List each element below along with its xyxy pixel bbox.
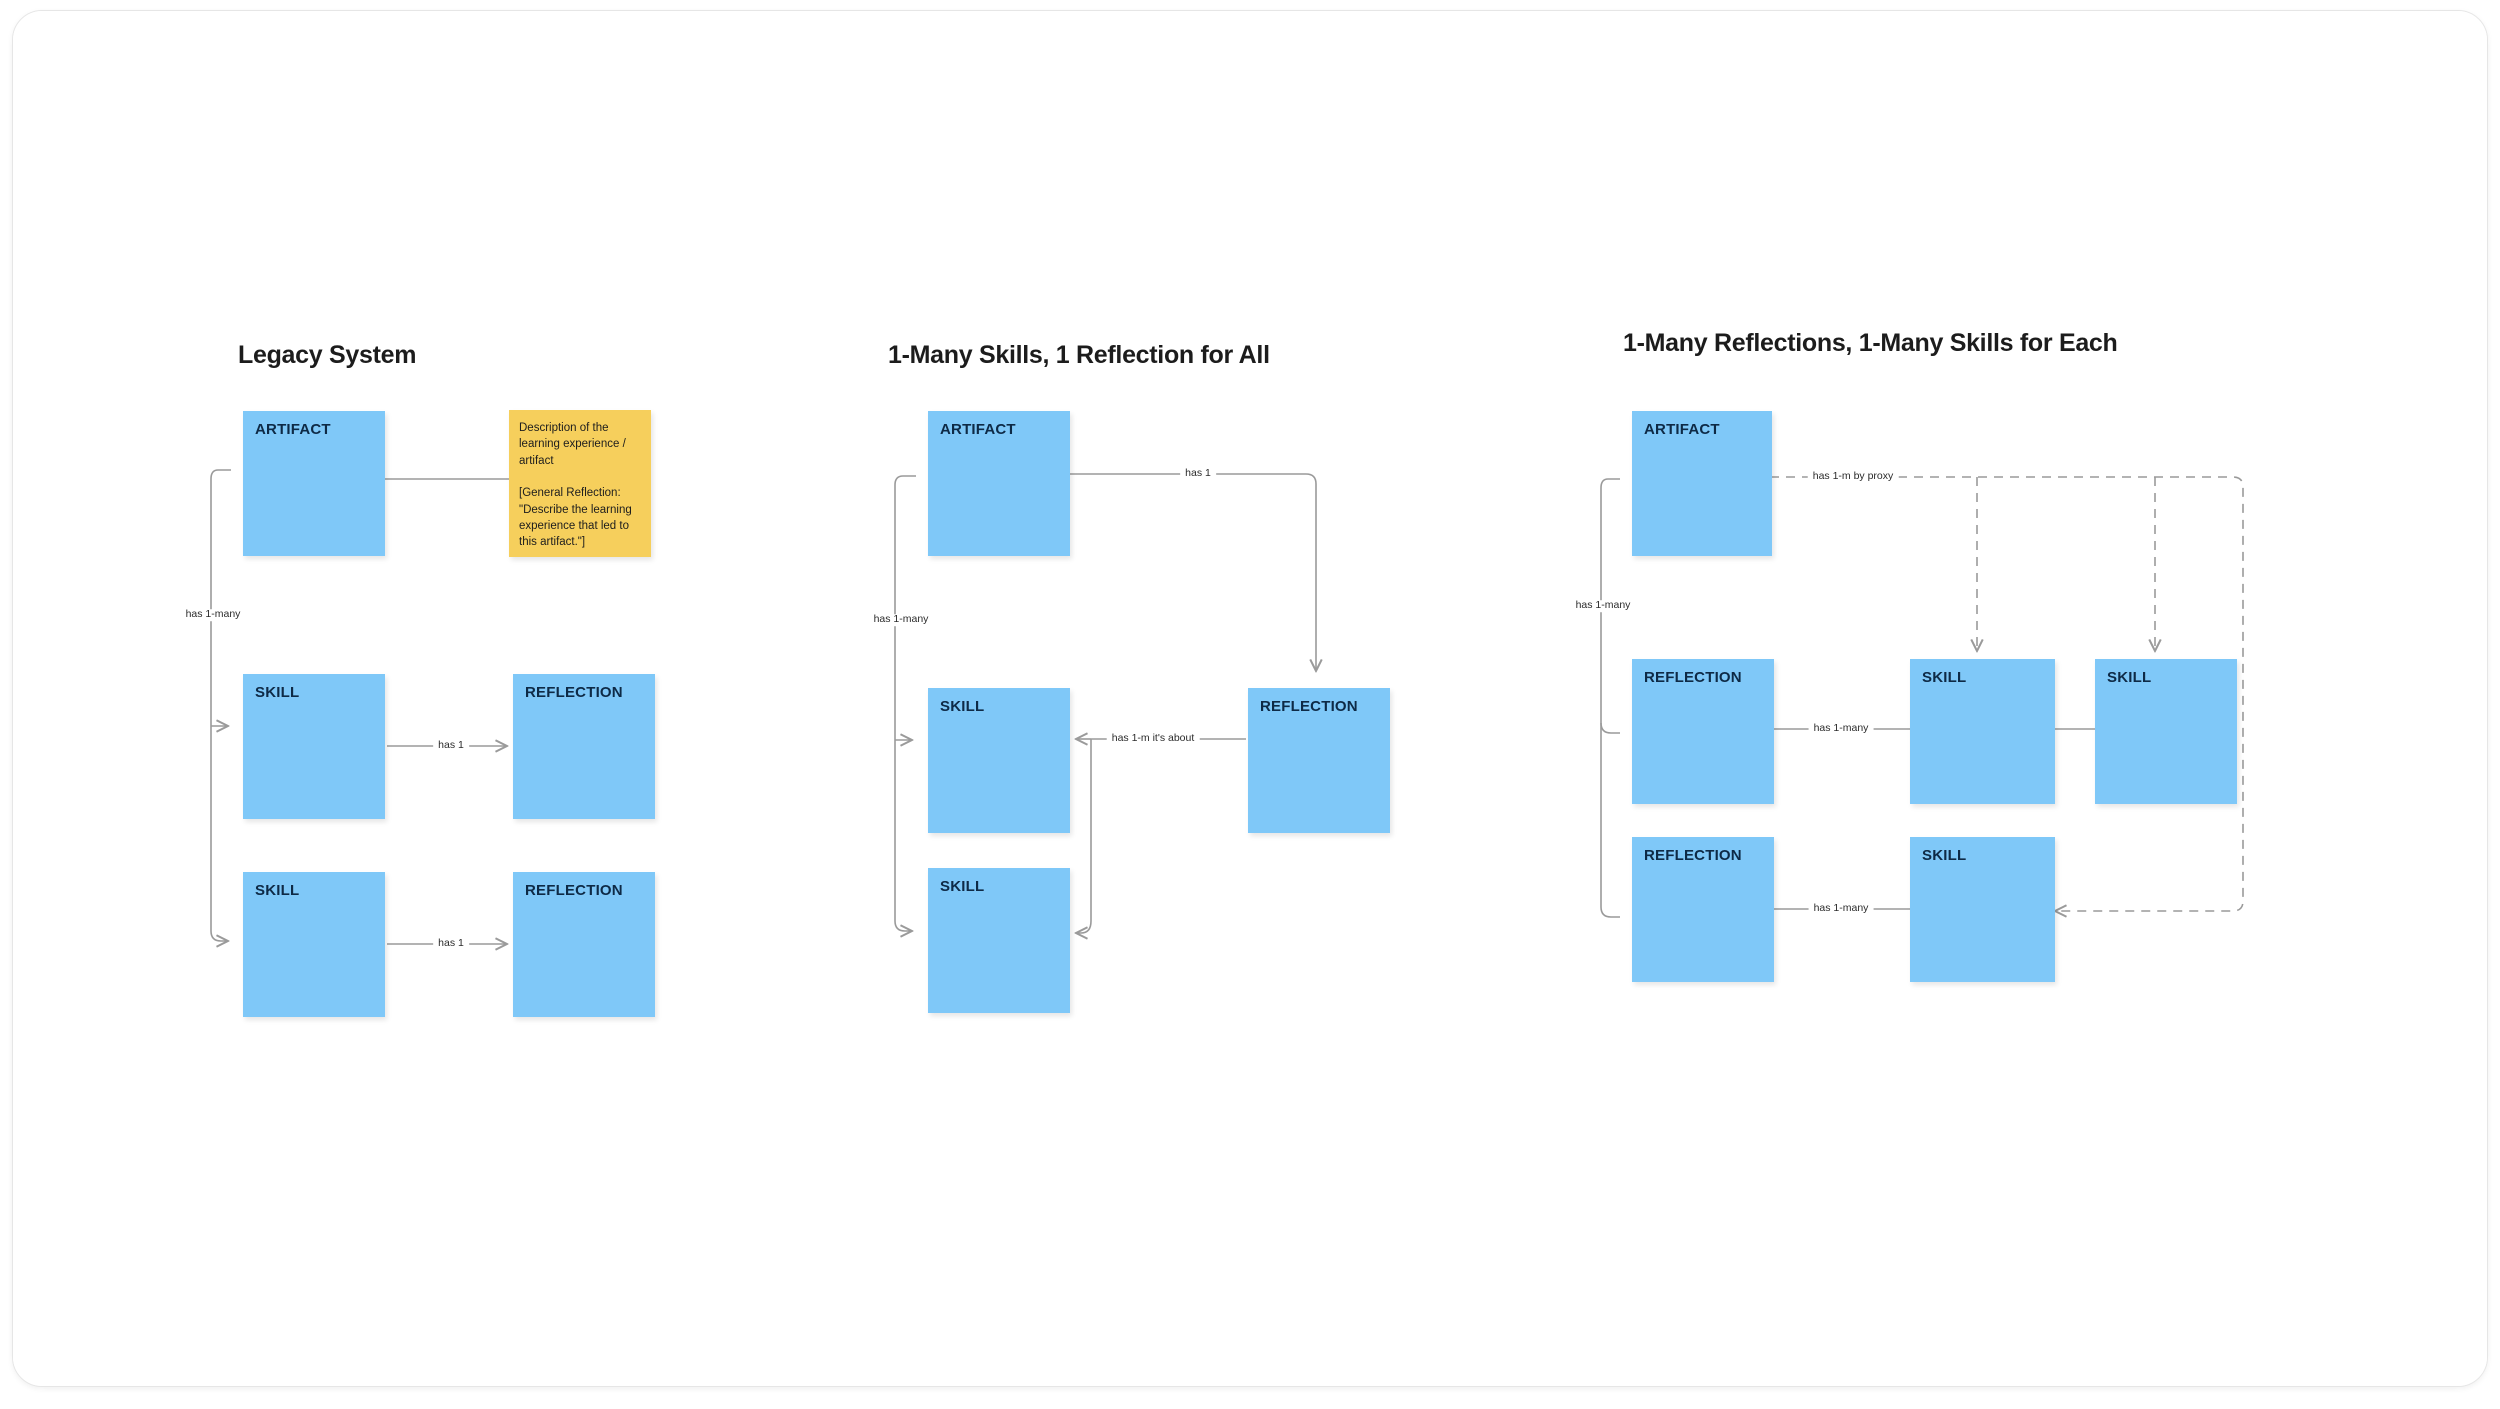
edge-c1-artifact-stem — [210, 469, 231, 726]
edge-c2-reflection-to-skill2 — [1076, 739, 1092, 933]
diagram-window: Legacy System ARTIFACT Description of th… — [12, 10, 2488, 1387]
node-label: SKILL — [940, 698, 985, 715]
node-label: REFLECTION — [1644, 847, 1742, 864]
node-c3-skill-1[interactable]: SKILL — [1910, 659, 2055, 804]
node-c3-reflection-2[interactable]: REFLECTION — [1632, 837, 1774, 982]
edge-label-c1-skill2-reflection2: has 1 — [433, 938, 469, 950]
node-c2-skill-2[interactable]: SKILL — [928, 868, 1070, 1013]
column-title-one-reflection: 1-Many Skills, 1 Reflection for All — [888, 341, 1270, 369]
node-label: REFLECTION — [1644, 669, 1742, 686]
node-label: REFLECTION — [525, 882, 623, 899]
edge-c3-artifact-to-reflection2 — [1600, 723, 1620, 918]
edge-c1-artifact-to-skill2 — [210, 726, 228, 941]
note-text: Description of the learning experience /… — [519, 422, 632, 549]
edge-label-c2-artifact-reflection: has 1 — [1180, 468, 1216, 480]
node-c3-reflection-1[interactable]: REFLECTION — [1632, 659, 1774, 804]
node-label: SKILL — [940, 878, 985, 895]
edge-label-c3-artifact-reflections: has 1-many — [1570, 600, 1636, 612]
node-c2-skill-1[interactable]: SKILL — [928, 688, 1070, 833]
node-label: SKILL — [255, 882, 300, 899]
node-c2-artifact[interactable]: ARTIFACT — [928, 411, 1070, 556]
node-label: ARTIFACT — [1644, 421, 1720, 438]
edge-label-c3-proxy: has 1-m by proxy — [1807, 471, 1899, 483]
node-label: ARTIFACT — [940, 421, 1016, 438]
edge-c2-artifact-to-skill2 — [894, 740, 912, 931]
node-c2-reflection[interactable]: REFLECTION — [1248, 688, 1390, 833]
node-c3-skill-3[interactable]: SKILL — [1910, 837, 2055, 982]
column-title-legacy: Legacy System — [238, 341, 417, 369]
node-c1-reflection-1[interactable]: REFLECTION — [513, 674, 655, 819]
edge-c3-artifact-to-reflection1 — [1600, 722, 1620, 734]
edge-label-c2-artifact-skills: has 1-many — [868, 614, 934, 626]
node-label: REFLECTION — [525, 684, 623, 701]
node-c1-artifact[interactable]: ARTIFACT — [243, 411, 385, 556]
node-c1-reflection-2[interactable]: REFLECTION — [513, 872, 655, 1017]
node-c3-skill-2[interactable]: SKILL — [2095, 659, 2237, 804]
edge-label-c1-skill1-reflection1: has 1 — [433, 740, 469, 752]
node-c3-artifact[interactable]: ARTIFACT — [1632, 411, 1772, 556]
node-label: SKILL — [1922, 847, 1967, 864]
node-label: REFLECTION — [1260, 698, 1358, 715]
node-c1-skill-1[interactable]: SKILL — [243, 674, 385, 819]
edge-label-c2-reflection-skills: has 1-m it's about — [1106, 733, 1200, 745]
node-c1-description-note[interactable]: Description of the learning experience /… — [509, 410, 651, 557]
node-label: SKILL — [255, 684, 300, 701]
diagram-canvas[interactable]: Legacy System ARTIFACT Description of th… — [13, 11, 2487, 1386]
edge-label-c1-artifact-skills: has 1-many — [180, 609, 246, 621]
node-label: SKILL — [2107, 669, 2152, 686]
node-label: ARTIFACT — [255, 421, 331, 438]
node-label: SKILL — [1922, 669, 1967, 686]
edge-label-c3-reflection2-skill3: has 1-many — [1808, 903, 1874, 915]
node-c1-skill-2[interactable]: SKILL — [243, 872, 385, 1017]
edge-label-c3-reflection1-skill1: has 1-many — [1808, 723, 1874, 735]
edge-c2-artifact-stem — [894, 475, 916, 740]
column-title-many-reflections: 1-Many Reflections, 1-Many Skills for Ea… — [1623, 329, 2118, 357]
